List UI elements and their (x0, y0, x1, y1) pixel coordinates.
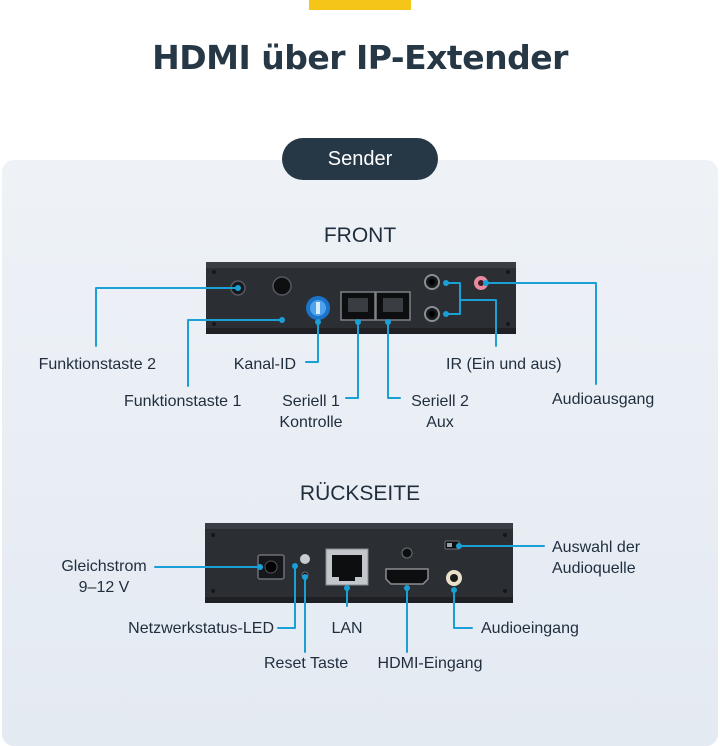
ir-jack-top (424, 274, 440, 290)
label-seriell-1: Seriell 1 Kontrolle (276, 391, 346, 433)
label-reset-taste: Reset Taste (264, 655, 349, 672)
callout-seriell-1 (345, 321, 359, 399)
callout-audioeingang (453, 589, 473, 629)
serial-1-port (340, 291, 376, 321)
back-device (205, 523, 513, 603)
front-heading: FRONT (323, 224, 397, 247)
diagram-panel (2, 160, 718, 746)
channel-id-dial (306, 296, 330, 320)
callout-funktionstaste-1 (187, 319, 283, 387)
audio-in-jack (446, 570, 462, 586)
label-funktionstaste-1: Funktionstaste 1 (124, 393, 242, 410)
dc-power-jack (257, 554, 285, 580)
back-heading: RÜCKSEITE (299, 482, 421, 505)
callout-netzwerkstatus (277, 565, 296, 629)
label-hdmi-eingang: HDMI-Eingang (377, 655, 483, 672)
label-seriell-2: Seriell 2 Aux (404, 391, 476, 433)
hdmi-port (385, 547, 429, 585)
callout-audioausgang (485, 282, 597, 385)
callout-ir (445, 282, 497, 347)
label-gleichstrom: Gleichstrom 9–12 V (52, 556, 156, 598)
page-title: HDMI über IP-Extender (152, 38, 568, 77)
sender-badge: Sender (282, 138, 438, 180)
label-seriell-1-line2: Kontrolle (279, 414, 343, 431)
label-gleichstrom-line1: Gleichstrom (61, 558, 147, 575)
label-lan: LAN (331, 620, 363, 637)
label-audioausgang: Audioausgang (552, 391, 655, 408)
callout-seriell-2 (387, 321, 401, 399)
function-button-1 (272, 276, 292, 296)
label-funktionstaste-2: Funktionstaste 2 (38, 356, 156, 373)
accent-bar (309, 0, 411, 10)
label-kanal-id: Kanal-ID (233, 356, 296, 373)
lan-port (325, 548, 369, 586)
callout-funktionstaste-2 (95, 287, 239, 347)
ir-jack-bottom (424, 306, 440, 322)
label-seriell-1-line1: Seriell 1 (282, 393, 340, 410)
callout-kanal-id (305, 321, 319, 363)
label-auswahl-line2: Audioquelle (552, 560, 636, 577)
label-seriell-2-line1: Seriell 2 (411, 393, 469, 410)
label-auswahl-line1: Auswahl der (552, 539, 641, 556)
label-auswahl-audioquelle: Auswahl der Audioquelle (552, 537, 640, 579)
audio-out-jack (474, 276, 488, 290)
label-gleichstrom-line2: 9–12 V (78, 579, 130, 596)
label-ir: IR (Ein und aus) (446, 356, 562, 373)
label-seriell-2-line2: Aux (426, 414, 454, 431)
serial-2-port (375, 291, 411, 321)
label-audioeingang: Audioeingang (481, 620, 579, 637)
label-netzwerkstatus-led: Netzwerkstatus-LED (128, 620, 274, 637)
network-status-led (300, 554, 310, 564)
front-device (206, 262, 516, 334)
